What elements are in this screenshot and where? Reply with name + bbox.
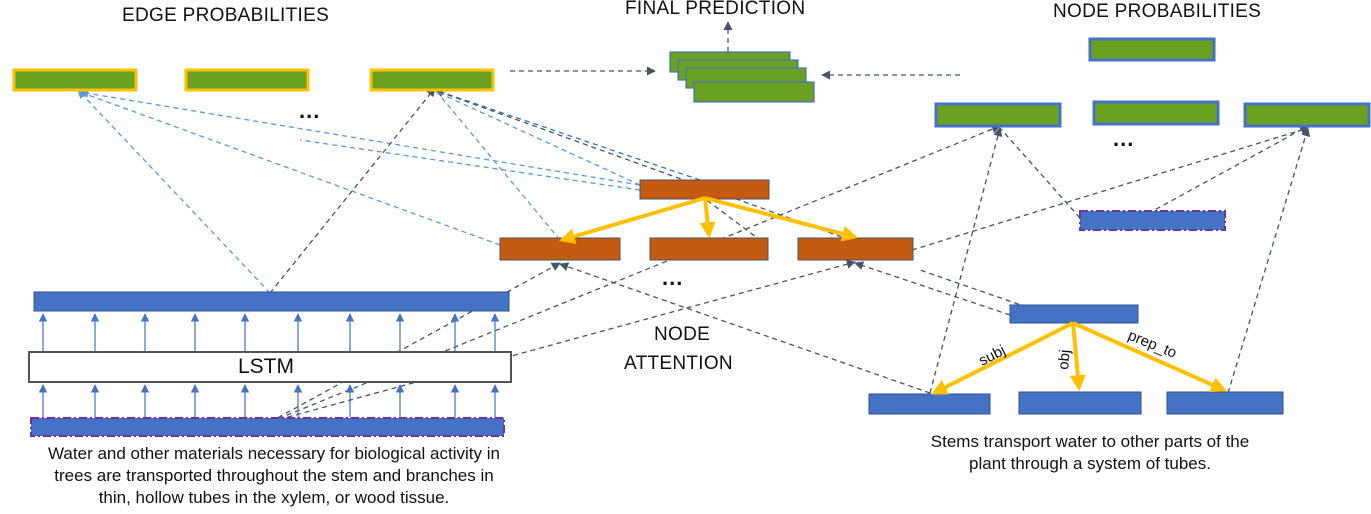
node-attention-line1: NODE (654, 324, 711, 345)
ellipsis-node-probs: ... (1113, 126, 1135, 151)
attention-box (649, 237, 769, 261)
attention-connections (269, 194, 1071, 423)
yellow-arrow (704, 196, 859, 242)
source-text-left: Water and other materials necessary for … (0, 443, 548, 509)
dep-root-node (1009, 304, 1139, 324)
dash-line (854, 261, 1011, 316)
lstm-output-bar (33, 291, 510, 312)
attention-box (499, 237, 621, 261)
final-prediction-stack (669, 51, 815, 103)
node-prob-box (934, 102, 1062, 128)
dash-line (436, 91, 641, 186)
dep-child-node (1166, 391, 1284, 415)
attention-box (797, 237, 914, 261)
lstm-input-arrows (38, 313, 500, 417)
dash-line (269, 87, 436, 294)
source-text-right-line1: Stems transport water to other parts of … (930, 432, 1250, 451)
dep-child-node (868, 393, 991, 415)
lstm-box (28, 351, 512, 383)
dash-line (559, 262, 931, 394)
dash-line (434, 88, 701, 181)
yellow-arrow (931, 321, 1074, 395)
edge-prob-box (184, 68, 310, 92)
dash-line (299, 139, 641, 191)
dash-line (79, 88, 641, 186)
source-text-left-line1: Water and other materials necessary for … (48, 444, 500, 463)
source-text-left-line3: thin, hollow tubes in the xylem, or wood… (98, 488, 450, 507)
dash-line (79, 91, 501, 246)
edge-prob-box (12, 68, 138, 92)
dash-line (999, 127, 1081, 219)
edge-prob-connections (77, 21, 960, 294)
dash-line (911, 127, 1309, 251)
dash-line (1139, 125, 1309, 219)
node-probabilities-title: NODE PROBABILITIES (1053, 1, 1262, 22)
edge-probabilities-title: EDGE PROBABILITIES (122, 5, 330, 26)
yellow-arrow (699, 197, 716, 239)
dash-line (699, 194, 761, 241)
dash-line (1227, 127, 1310, 394)
source-text-left-line2: trees are transported throughout the ste… (54, 466, 494, 485)
prediction-box (693, 81, 815, 103)
attention-arrows (558, 196, 859, 245)
dash-line (77, 89, 271, 294)
dependency-arrows (931, 321, 1227, 395)
dash-line (439, 91, 851, 241)
ellipsis-attention: ... (662, 265, 684, 290)
node-prob-box (1243, 102, 1371, 128)
dash-line (269, 259, 856, 423)
final-prediction-title: FINAL PREDICTION (625, 0, 806, 19)
source-text-right: Stems transport water to other parts of … (870, 431, 1310, 475)
attention-top-box (639, 179, 770, 200)
yellow-arrow (558, 196, 706, 245)
node-prob-box (1092, 100, 1220, 126)
yellow-arrow (1069, 322, 1086, 392)
dash-line (269, 262, 561, 423)
edge-prob-box (369, 68, 495, 92)
attention-boxes (499, 179, 914, 261)
lstm-label: LSTM (238, 355, 295, 378)
graph-node-embedding (1079, 210, 1226, 231)
lstm-input-bar (30, 417, 505, 437)
source-text-right-line2: plant through a system of tubes. (969, 454, 1211, 473)
node-prob-connections (269, 124, 1310, 423)
ellipsis-edge-probs: ... (299, 98, 321, 123)
node-probability-boxes (934, 37, 1371, 128)
dash-line (436, 91, 561, 241)
node-attention-line2: ATTENTION (624, 353, 733, 374)
dep-child-node (1018, 391, 1142, 415)
node-prob-box (1088, 37, 1216, 62)
edge-probability-boxes (12, 68, 495, 92)
dash-line (929, 127, 1003, 394)
edge-label-obj: obj (1055, 349, 1074, 370)
yellow-arrow (1072, 321, 1227, 393)
